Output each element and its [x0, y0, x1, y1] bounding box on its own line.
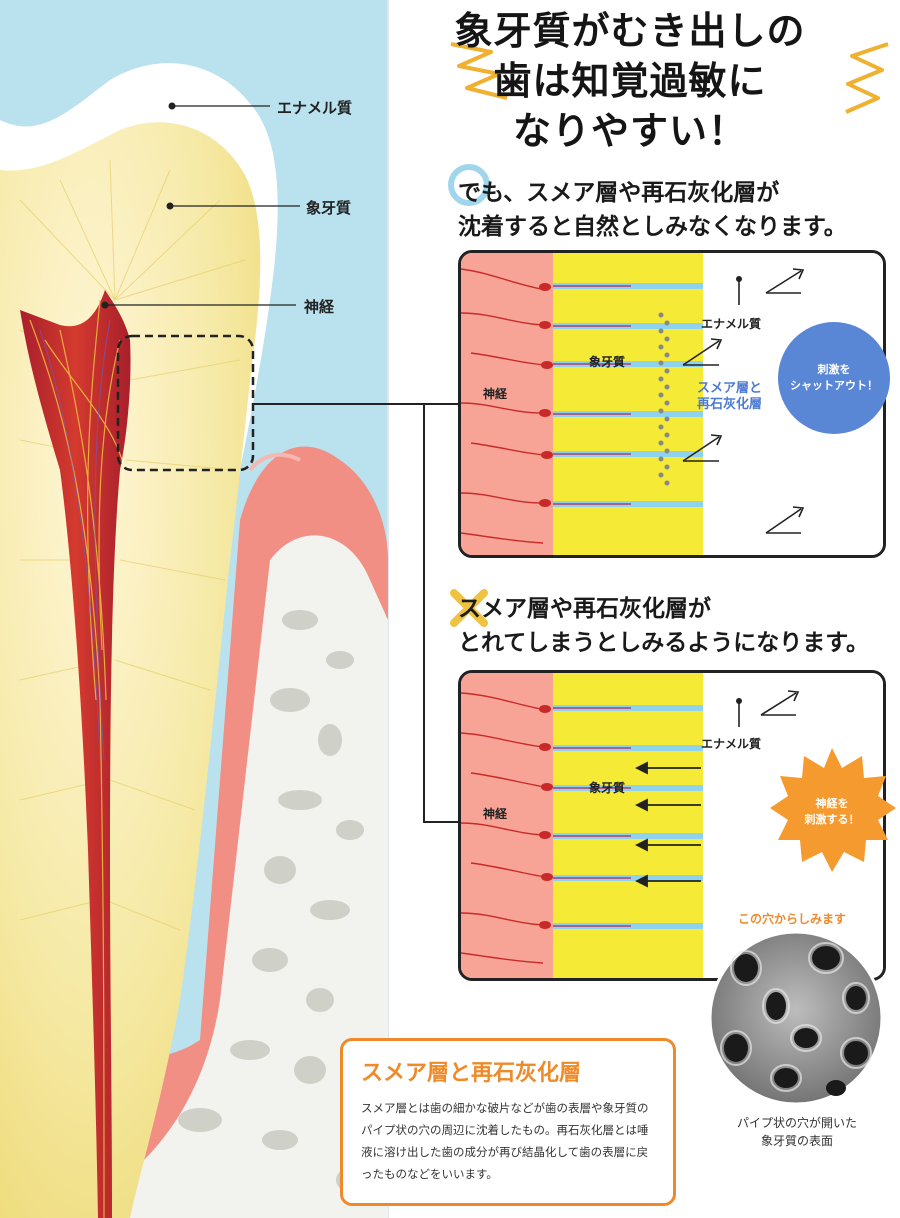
panel1-enamel-label: エナメル質	[701, 317, 762, 331]
panel1-layer-label-2: 再石灰化層	[697, 397, 763, 412]
panel2-enamel-label: エナメル質	[701, 737, 762, 751]
stimulate-badge-line-2: 刺激する！	[804, 813, 860, 826]
panel1-layer-label: スメア層と 再石灰化層	[697, 381, 762, 413]
dentin-label: 象牙質	[306, 199, 352, 217]
label-pointers	[105, 105, 300, 306]
panel-exposed: エナメル質 象牙質 神経	[458, 670, 886, 981]
info-box: スメア層と再石灰化層 スメア層とは歯の細かな破片などが歯の表層や象牙質のパイプ状…	[340, 1038, 676, 1206]
photo-caption-line-1: パイプ状の穴が開いた	[736, 1116, 857, 1130]
connector-lines	[253, 403, 458, 823]
nerve-label: 神経	[304, 298, 335, 316]
photo-caption-line-2: 象牙質の表面	[760, 1134, 833, 1148]
section1-title-line-2: 沈着すると自然としみなくなります。	[458, 214, 847, 240]
panel2-nerve-label: 神経	[483, 807, 508, 821]
section2-title-line-2: とれてしまうとしみるようになります。	[458, 630, 870, 656]
section1-title-line-1: でも、スメア層や再石灰化層が	[458, 180, 780, 206]
panel1-layer-label-1: スメア層と	[697, 381, 763, 396]
info-text: スメア層とは歯の細かな破片などが歯の表層や象牙質のパイプ状の穴の周辺に沈着したも…	[361, 1101, 649, 1181]
nerve-fibers	[29, 299, 123, 1218]
stimulate-badge-line-1: 神経を	[815, 797, 849, 810]
headline-line-2: 歯は知覚過敏に	[493, 59, 767, 103]
nerve-vessels	[39, 319, 111, 761]
panel1-nerve-label: 神経	[483, 387, 508, 401]
photo-caption: パイプ状の穴が開いた 象牙質の表面	[722, 1114, 872, 1150]
dentin-surface-photo	[708, 930, 884, 1106]
section2-title: スメア層や再石灰化層が とれてしまうとしみるようになります。	[458, 592, 869, 660]
headline: 象牙質がむき出しの 歯は知覚過敏に なりやすい！	[420, 6, 840, 156]
enamel-label: エナメル質	[277, 99, 353, 117]
shutout-badge: 刺激を シャットアウト！	[778, 322, 890, 434]
photo-title: この穴からしみます	[738, 912, 847, 926]
stimulate-badge: 神経を 刺激する！	[780, 774, 884, 850]
section2-title-line-1: スメア層や再石灰化層が	[458, 596, 711, 622]
focus-region	[116, 334, 255, 472]
circle-mark-icon	[448, 164, 490, 206]
panel2-dentin-label: 象牙質	[589, 781, 626, 795]
starburst-icon	[770, 748, 896, 872]
shutout-badge-line-1: 刺激を	[817, 363, 851, 376]
zigzag-right-icon	[845, 42, 889, 114]
headline-line-1: 象牙質がむき出しの	[454, 9, 806, 53]
zigzag-left-icon	[450, 42, 508, 100]
section1-title: でも、スメア層や再石灰化層が 沈着すると自然としみなくなります。	[458, 176, 847, 244]
cross-mark-icon	[450, 589, 488, 627]
panel1-dentin-label: 象牙質	[589, 355, 626, 369]
shutout-badge-line-2: シャットアウト！	[790, 379, 878, 392]
headline-line-3: なりやすい！	[512, 109, 747, 153]
info-title: スメア層と再石灰化層	[361, 1061, 582, 1086]
